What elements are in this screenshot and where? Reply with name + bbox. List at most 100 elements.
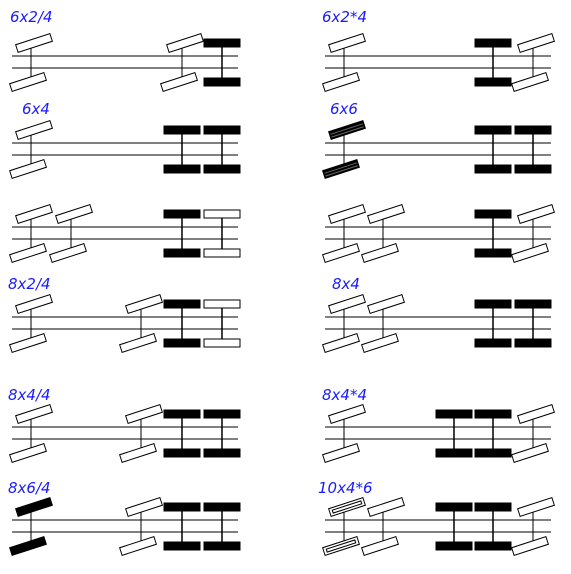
- wheel-bottom: [322, 333, 360, 353]
- wheel-bottom: [9, 72, 47, 92]
- wheel-bottom: [474, 164, 512, 174]
- axle-2: [435, 409, 473, 458]
- wheel-top-body: [15, 204, 53, 224]
- config-label: 10x4*6: [318, 479, 373, 497]
- wheel-top: [367, 204, 405, 224]
- wheel-bottom: [474, 248, 512, 258]
- wheel-bottom: [322, 443, 360, 463]
- wheel-top-body: [367, 204, 405, 224]
- wheel-bottom: [514, 338, 552, 348]
- wheel-bottom: [361, 243, 399, 263]
- wheel-bottom: [361, 536, 399, 556]
- wheel-top: [474, 209, 512, 219]
- wheel-top-body: [328, 204, 366, 224]
- wheel-top: [474, 409, 512, 419]
- wheel-top: [367, 294, 405, 314]
- axle-3: [163, 502, 201, 551]
- wheel-bottom-body: [322, 443, 360, 463]
- wheel-bottom: [203, 248, 241, 258]
- wheel-top: [435, 502, 473, 512]
- wheel-top: [328, 204, 366, 224]
- wheel-top: [474, 38, 512, 48]
- wheel-top: [163, 502, 201, 512]
- wheel-bottom-body: [119, 443, 157, 463]
- axle-2: [119, 404, 163, 463]
- axle-2: [49, 204, 93, 263]
- wheel-top: [55, 204, 93, 224]
- axle-3: [203, 38, 241, 87]
- wheel-bottom-body: [322, 536, 360, 556]
- config-diagram-11: 8x6/4: [8, 479, 241, 556]
- wheel-bottom: [9, 333, 47, 353]
- wheel-bottom: [163, 248, 201, 258]
- wheel-bottom: [435, 541, 473, 551]
- wheel-bottom-body: [9, 536, 47, 556]
- wheel-top-body: [15, 497, 53, 517]
- wheel-bottom: [474, 77, 512, 87]
- config-diagram-5: [9, 204, 241, 263]
- axle-4: [514, 299, 552, 348]
- axle-4: [203, 299, 241, 348]
- wheel-top-body: [517, 33, 555, 53]
- wheel-bottom-body: [49, 243, 87, 263]
- wheel-bottom: [474, 448, 512, 458]
- wheel-top: [15, 204, 53, 224]
- wheel-bottom: [514, 164, 552, 174]
- axle-1: [322, 120, 366, 179]
- wheel-top: [203, 209, 241, 219]
- wheel-top: [435, 409, 473, 419]
- axle-3: [163, 209, 201, 258]
- wheel-bottom-body: [9, 243, 47, 263]
- wheel-top-body: [125, 497, 163, 517]
- wheel-top: [125, 404, 163, 424]
- wheel-top-body: [517, 204, 555, 224]
- config-diagram-9: 8x4/4: [8, 386, 241, 463]
- wheel-top: [163, 299, 201, 309]
- axle-4: [474, 502, 512, 551]
- axle-1: [322, 204, 366, 263]
- axle-3: [435, 502, 473, 551]
- wheel-top: [203, 502, 241, 512]
- wheel-top: [328, 404, 366, 424]
- config-diagram-10: 8x4*4: [322, 386, 555, 463]
- wheel-top-body: [328, 294, 366, 314]
- wheel-top-stripe: [331, 126, 364, 138]
- wheel-bottom-body: [9, 72, 47, 92]
- wheel-bottom-inner: [325, 539, 357, 553]
- wheel-bottom: [9, 243, 47, 263]
- config-label: 8x2/4: [8, 275, 51, 293]
- axle-2: [160, 33, 204, 92]
- wheel-top: [15, 33, 53, 53]
- wheel-bottom: [361, 333, 399, 353]
- wheel-top: [203, 409, 241, 419]
- config-label: 8x4: [332, 275, 360, 293]
- wheel-top-body: [517, 404, 555, 424]
- wheel-top: [328, 120, 366, 140]
- wheel-top-inner: [331, 500, 363, 514]
- axle-4: [511, 204, 555, 263]
- wheel-bottom: [435, 448, 473, 458]
- wheel-bottom: [322, 159, 360, 179]
- axle-1: [9, 204, 53, 263]
- wheel-bottom-body: [322, 72, 360, 92]
- axle-2: [119, 497, 163, 556]
- wheel-bottom: [49, 243, 87, 263]
- axle-4: [511, 404, 555, 463]
- config-label: 6x6: [330, 100, 358, 118]
- wheel-bottom: [203, 541, 241, 551]
- wheel-bottom-stripe: [324, 162, 358, 174]
- wheel-bottom: [9, 443, 47, 463]
- axle-1: [9, 33, 53, 92]
- wheel-bottom: [9, 536, 47, 556]
- axle-3: [163, 299, 201, 348]
- config-diagram-4: 6x6: [322, 100, 552, 179]
- wheel-bottom-body: [511, 443, 549, 463]
- wheel-top: [203, 38, 241, 48]
- wheel-top: [328, 33, 366, 53]
- wheel-bottom: [163, 164, 201, 174]
- wheel-top-body: [125, 294, 163, 314]
- axle-2: [474, 38, 512, 87]
- wheel-bottom: [322, 72, 360, 92]
- wheel-top: [15, 497, 53, 517]
- wheel-bottom: [203, 448, 241, 458]
